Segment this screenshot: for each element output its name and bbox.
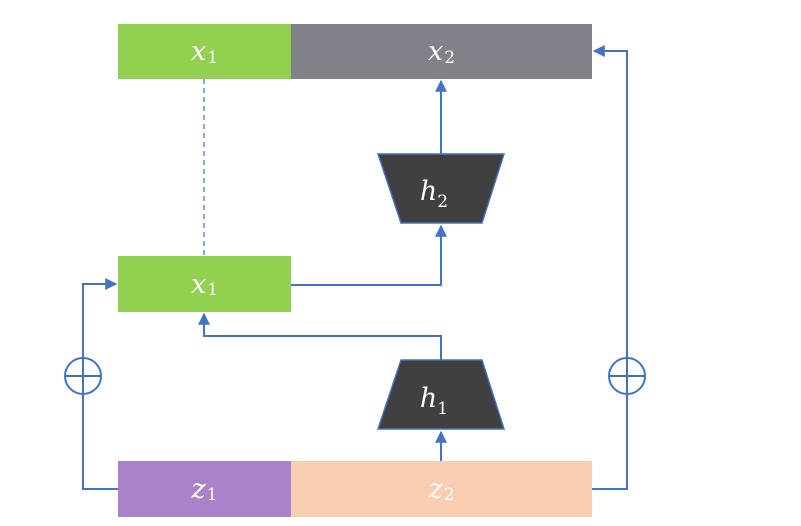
h2-sub: 2 (437, 192, 448, 212)
left-plus-operator (64, 357, 102, 395)
right-wire (592, 45, 628, 490)
h1-block: h1 (376, 359, 506, 430)
right-plus-operator (608, 357, 646, 395)
h1-to-x1-arrow (198, 312, 442, 360)
top-x1-var: x (190, 36, 207, 67)
h1-var: h (420, 383, 437, 414)
svg-text:h2: h2 (420, 176, 448, 212)
top-x2-var: x (427, 36, 444, 67)
bottom-z2-sub: 2 (443, 485, 455, 505)
bottom-z1-sub: 1 (206, 485, 218, 505)
middle-x1-var: x (190, 268, 207, 300)
bottom-z2-var: z (428, 473, 443, 505)
x1-to-h2-arrow (291, 224, 447, 286)
h2-var: h (420, 176, 437, 207)
h1-sub: 1 (437, 399, 448, 419)
svg-text:h1: h1 (420, 383, 448, 419)
top-x2-sub: 2 (444, 47, 456, 68)
bottom-z1-var: z (191, 473, 206, 505)
middle-x1-sub: 1 (207, 280, 219, 300)
h2-block: h2 (376, 153, 506, 224)
top-x1-sub: 1 (207, 47, 219, 68)
